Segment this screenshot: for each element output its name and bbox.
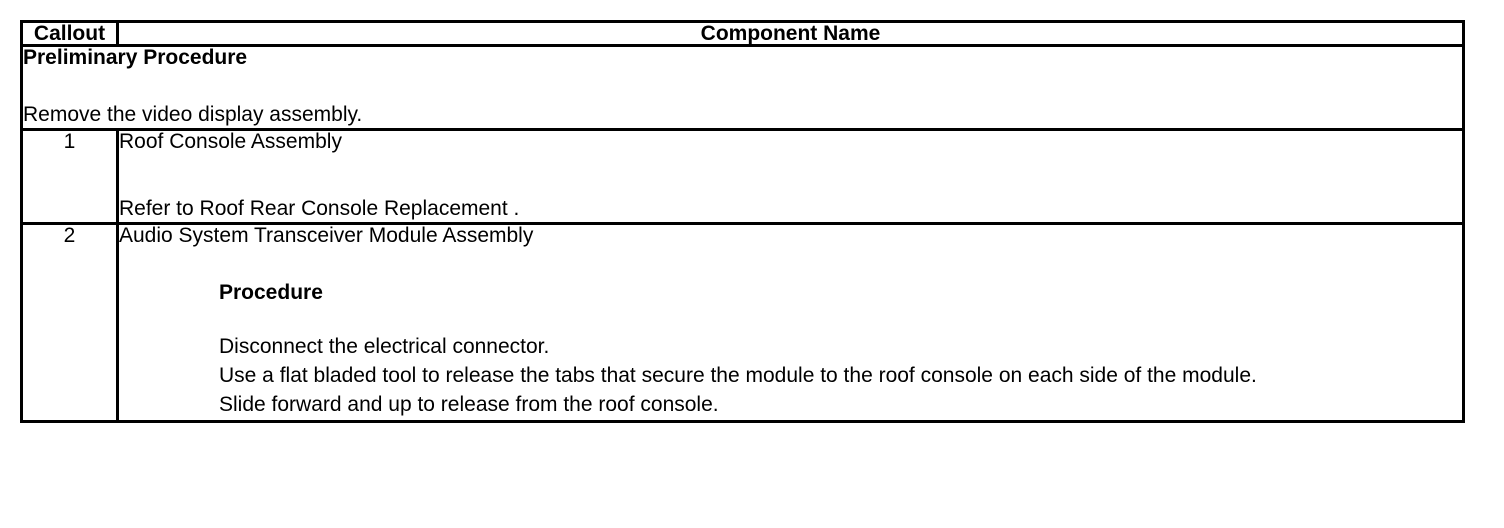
procedure-step: Slide forward and up to release from the… [219,392,719,416]
table-row: 2 Audio System Transceiver Module Assemb… [20,222,1465,423]
callout-number-2: 2 [20,222,119,423]
procedure-heading: Procedure [219,281,323,304]
spacer [119,152,1462,198]
procedure-step: Use a flat bladed tool to release the ta… [219,363,1257,387]
spacer [23,72,1462,104]
preliminary-procedure-text: Remove the video display assembly. [23,103,363,126]
component-reference-1: Refer to Roof Rear Console Replacement . [119,197,520,220]
component-table: Callout Component Name Preliminary Proce… [20,20,1465,423]
preliminary-procedure-cell: Preliminary Procedure Remove the video d… [20,44,1465,131]
spacer [119,246,1462,282]
callout-number-1: 1 [20,128,119,225]
component-title-1: Roof Console Assembly [119,130,342,153]
component-title-2: Audio System Transceiver Module Assembly [119,224,534,247]
column-header-component-name: Component Name [116,20,1465,47]
table-row: 1 Roof Console Assembly Refer to Roof Re… [20,128,1465,225]
component-cell-2: Audio System Transceiver Module Assembly… [116,222,1465,423]
preliminary-procedure-row: Preliminary Procedure Remove the video d… [20,44,1465,131]
procedure-block: Procedure Disconnect the electrical conn… [119,282,1462,420]
component-cell-1: Roof Console Assembly Refer to Roof Rear… [116,128,1465,225]
column-header-callout: Callout [20,20,119,47]
table-header-row: Callout Component Name [20,20,1465,47]
preliminary-procedure-title: Preliminary Procedure [23,46,248,69]
procedure-step: Disconnect the electrical connector. [219,335,550,358]
spacer [219,303,1462,333]
